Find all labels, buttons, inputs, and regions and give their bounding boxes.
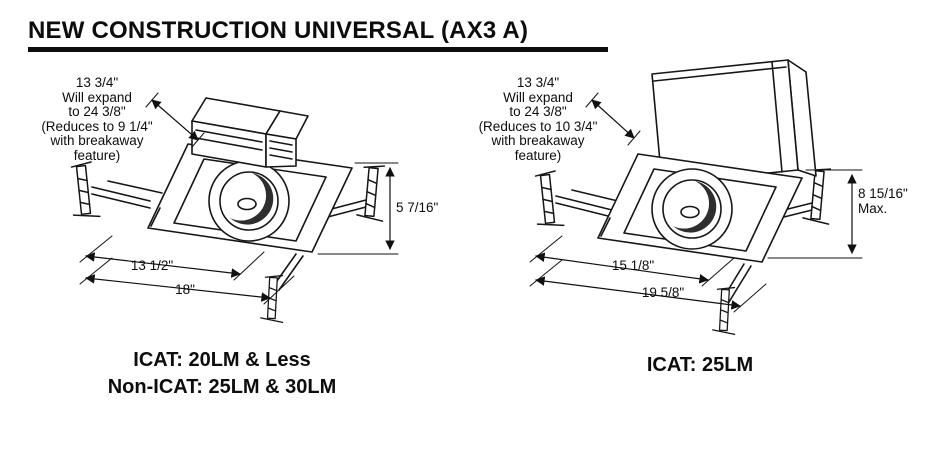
left-caption: ICAT: 20LM & Less Non-ICAT: 25LM & 30LM — [47, 347, 397, 401]
right-caption-line-1: ICAT: 25LM — [646, 354, 754, 376]
right-housing-drawing — [531, 59, 835, 336]
note-line: Will expand — [62, 89, 132, 105]
title-underline — [28, 47, 608, 52]
left-outer-width-dimension-line — [85, 274, 271, 302]
left-bracket-left — [67, 160, 101, 220]
right-bracket-right — [801, 166, 835, 225]
right-dimension-lines — [529, 92, 863, 313]
left-inner-width-dimension-label: 13 1/2" — [130, 258, 174, 273]
note-line: to 24 3/8" — [509, 104, 567, 119]
left-outer-width-dimension-label: 18" — [175, 282, 195, 297]
note-line: to 24 3/8" — [68, 104, 126, 119]
note-line: Will expand — [503, 89, 573, 105]
left-height-dimension-label: 5 7/16" — [396, 200, 439, 215]
left-expand-note: 13 3/4" Will expand to 24 3/8" (Reduces … — [22, 75, 172, 163]
left-bracket-right — [355, 163, 389, 222]
note-line: (Reduces to 10 3/4" — [478, 118, 598, 134]
right-height-dimension-line-2: Max. — [858, 201, 888, 216]
right-height-dimension-line-1: 8 15/16" — [858, 186, 908, 201]
left-bracket-front — [259, 273, 286, 324]
left-inner-width-dimension-line — [85, 252, 241, 278]
right-height-dimension-label: 8 15/16" Max. — [858, 186, 908, 216]
left-junction-box — [191, 97, 309, 168]
left-caption-line-1: ICAT: 20LM & Less — [133, 349, 311, 371]
note-line: feature) — [73, 147, 121, 163]
right-caption: ICAT: 25LM — [555, 352, 845, 379]
left-hanger-bars — [91, 180, 367, 291]
note-line: feature) — [514, 147, 562, 163]
left-dimension-lines — [79, 92, 399, 305]
left-expand-dimension-line — [151, 99, 199, 141]
right-inner-width-dimension-line — [535, 252, 709, 284]
left-aperture — [208, 160, 290, 242]
right-outer-width-dimension-label: 19 5/8" — [641, 285, 685, 300]
note-line: 13 3/4" — [75, 75, 119, 90]
left-housing-drawing — [67, 97, 389, 324]
right-expand-note: 13 3/4" Will expand to 24 3/8" (Reduces … — [462, 75, 614, 163]
right-aperture — [651, 168, 733, 250]
right-can-box — [651, 59, 817, 185]
note-line: with breakaway — [491, 133, 585, 148]
right-outer-width-dimension-line — [535, 276, 741, 310]
right-inner-width-dimension-label: 15 1/8" — [611, 258, 655, 273]
note-line: 13 3/4" — [516, 75, 560, 90]
right-bracket-left — [531, 169, 565, 229]
page-title: NEW CONSTRUCTION UNIVERSAL (AX3 A) — [28, 17, 529, 44]
note-line: (Reduces to 9 1/4" — [41, 118, 153, 134]
note-line: with breakaway — [50, 133, 144, 148]
right-expand-dimension-line — [591, 99, 635, 139]
left-caption-line-2: Non-ICAT: 25LM & 30LM — [107, 376, 337, 398]
